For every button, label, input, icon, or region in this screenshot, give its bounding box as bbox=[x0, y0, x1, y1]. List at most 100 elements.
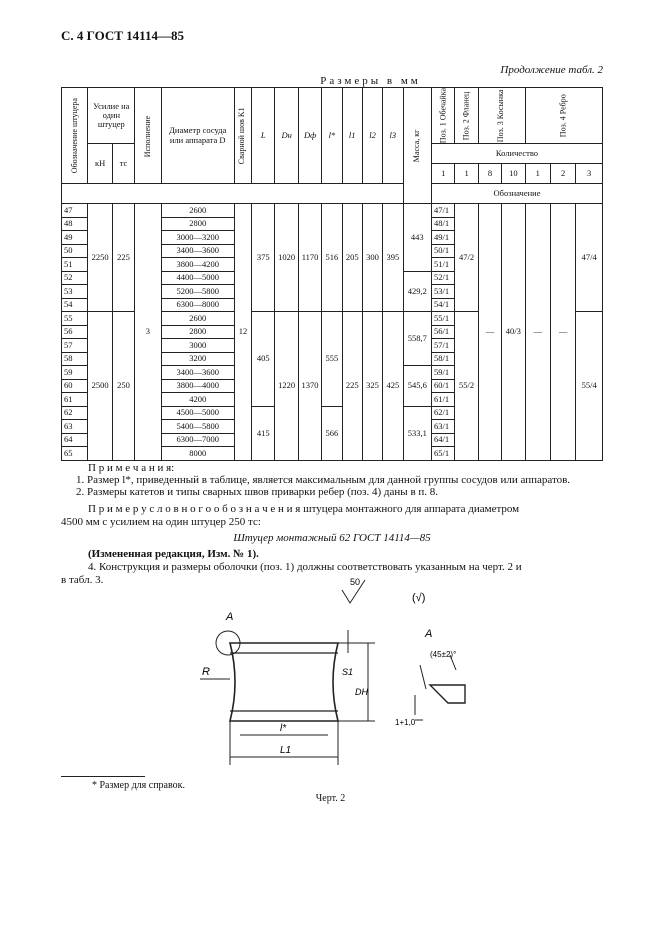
qty-4: 10 bbox=[501, 163, 526, 185]
col-force: Усилие на один штуцер bbox=[87, 86, 136, 145]
page-header: С. 4 ГОСТ 14114—85 bbox=[61, 28, 184, 43]
dim-l2: 325 bbox=[361, 311, 384, 461]
pos1-code: 64/1 bbox=[430, 432, 456, 448]
para4-b: в табл. 3. bbox=[61, 574, 104, 586]
pos1-code: 54/1 bbox=[430, 297, 456, 313]
diameter: 3000 bbox=[160, 338, 235, 353]
force-tc: 250 bbox=[111, 311, 136, 461]
shell-outline bbox=[228, 642, 340, 722]
row-number: 64 bbox=[60, 432, 89, 448]
pos1-code: 60/1 bbox=[430, 378, 456, 394]
roughness-paren: (√) bbox=[412, 592, 425, 604]
diameter: 6300—8000 bbox=[160, 297, 235, 313]
execution: 3 bbox=[134, 203, 162, 461]
col-execution: Исполнение bbox=[134, 87, 162, 184]
pos1-code: 57/1 bbox=[430, 338, 456, 353]
mass: 533,1 bbox=[402, 405, 433, 461]
table-row: 50 3400—3600 50/1 bbox=[60, 243, 603, 259]
diameter: 5200—5800 bbox=[160, 284, 235, 299]
row-number: 55 bbox=[60, 311, 89, 326]
pos2-code: 47/2 bbox=[454, 203, 479, 313]
table-continuation: Продолжение табл. 2 bbox=[500, 64, 603, 76]
footnote-rule bbox=[61, 776, 145, 777]
col-pos3: Поз. 3 Косынка bbox=[478, 87, 526, 144]
col-pos4: Поз. 4 Ребро bbox=[525, 87, 603, 144]
pos4-dash: — bbox=[524, 203, 551, 461]
pos3-code: 40/3 bbox=[501, 203, 526, 461]
label-dn: DH bbox=[355, 687, 368, 697]
dim-L: 415 bbox=[251, 405, 276, 461]
row-number: 50 bbox=[60, 243, 89, 259]
drawing-2: 50 (√) A A R S1 DH l* L1 (45±2)° 1+1,0 bbox=[200, 577, 466, 765]
pos1-code: 52/1 bbox=[430, 270, 456, 286]
diameter: 6300—7000 bbox=[160, 432, 235, 448]
col-mass: Масса, кг bbox=[403, 87, 432, 204]
table-row: 54 6300—8000 54/1 bbox=[60, 297, 603, 313]
label-chamfer: 1+1,0 bbox=[395, 718, 416, 727]
qty-1: 1 bbox=[430, 163, 456, 185]
dim-l3: 395 bbox=[382, 203, 404, 313]
mass: 558,7 bbox=[402, 311, 433, 367]
diameter: 3200 bbox=[160, 351, 235, 367]
diameter: 3000—3200 bbox=[160, 230, 235, 245]
pos4-code: 47/4 bbox=[575, 203, 603, 313]
table-row: 57 3000 57/1 bbox=[60, 338, 603, 353]
diameter: 2800 bbox=[160, 216, 235, 232]
pos1-code: 50/1 bbox=[430, 243, 456, 259]
pos1-code: 58/1 bbox=[430, 351, 456, 367]
pos3-dash: — bbox=[477, 203, 503, 461]
row-number: 48 bbox=[60, 216, 89, 232]
footnote: * Размер для справок. bbox=[92, 780, 185, 791]
mass: 545,6 bbox=[402, 365, 433, 407]
roughness-value: 50 bbox=[350, 577, 360, 587]
row-number: 59 bbox=[60, 365, 89, 380]
detail-a-circle bbox=[215, 630, 241, 656]
diameter: 4200 bbox=[160, 392, 235, 407]
label-s1: S1 bbox=[342, 667, 353, 677]
dim-Dn: 1020 bbox=[274, 203, 299, 313]
qty-5: 1 bbox=[524, 163, 551, 185]
diameter: 2800 bbox=[160, 324, 235, 340]
pos1-code: 55/1 bbox=[430, 311, 456, 326]
diameter: 3800—4000 bbox=[160, 378, 235, 394]
pos4-code: 55/4 bbox=[575, 311, 603, 461]
row-number: 63 bbox=[60, 419, 89, 434]
pos1-code: 49/1 bbox=[430, 230, 456, 245]
sizes-caption: Размеры в мм bbox=[320, 75, 421, 87]
roughness-icon bbox=[341, 579, 366, 604]
row-number: 57 bbox=[60, 338, 89, 353]
row-number: 53 bbox=[60, 284, 89, 299]
dim-l2: 300 bbox=[361, 203, 384, 313]
row-number: 54 bbox=[60, 297, 89, 313]
para4-a: 4. Конструкция и размеры оболочки (поз. … bbox=[88, 561, 522, 573]
row-number: 61 bbox=[60, 392, 89, 407]
table-row: 64 6300—7000 64/1 bbox=[60, 432, 603, 448]
col-tc: тс bbox=[111, 143, 136, 185]
mass: 443 bbox=[402, 203, 433, 272]
diameter: 8000 bbox=[160, 446, 235, 461]
pos1-code: 51/1 bbox=[430, 257, 456, 272]
pos1-code: 63/1 bbox=[430, 419, 456, 434]
diameter: 3400—3600 bbox=[160, 243, 235, 259]
pos1-code: 61/1 bbox=[430, 392, 456, 407]
pos1-code: 65/1 bbox=[430, 446, 456, 461]
col-weld: Сварной шов K1 bbox=[234, 87, 252, 184]
col-designation: Обозначение штуцера bbox=[61, 87, 88, 184]
pos1-code: 47/1 bbox=[430, 203, 456, 218]
dim-lstar: 555 bbox=[321, 311, 343, 407]
note-1: 1. Размер l*, приведенный в таблице, явл… bbox=[76, 474, 571, 486]
label-l: l* bbox=[280, 723, 287, 734]
figure-caption: Черт. 2 bbox=[315, 793, 346, 804]
dim-l3: 425 bbox=[382, 311, 404, 461]
mass: 429,2 bbox=[402, 270, 433, 313]
weld: 12 bbox=[233, 203, 253, 461]
label-a: A bbox=[225, 611, 233, 623]
diameter: 2600 bbox=[160, 311, 235, 326]
